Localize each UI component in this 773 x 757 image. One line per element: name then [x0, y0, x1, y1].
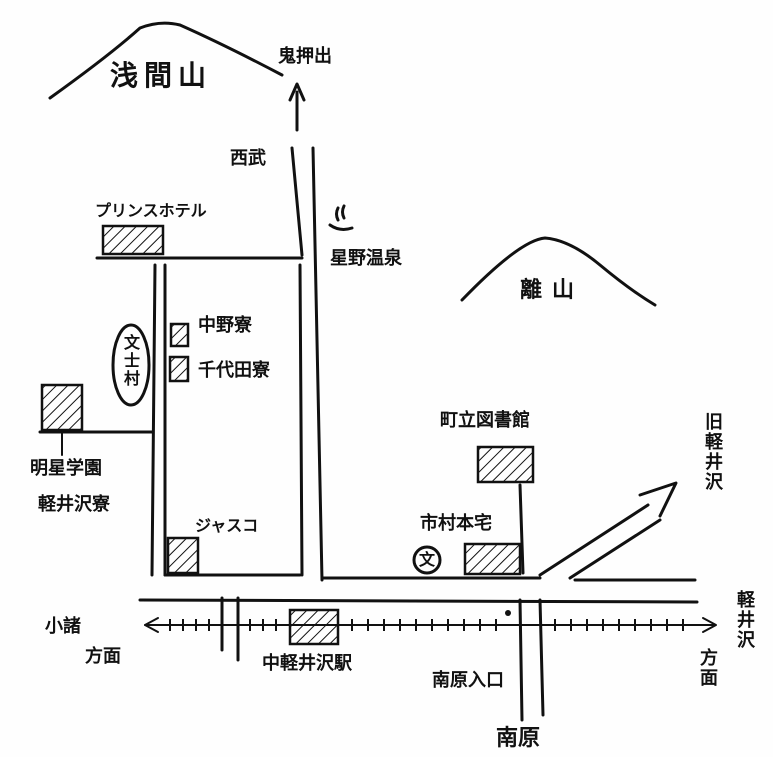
hanare-mountain-outline — [460, 236, 657, 307]
label-karuizawa-1: 軽井沢 — [734, 590, 755, 650]
label-komoro-1: 小諸 — [45, 616, 81, 637]
asama-mountain-outline — [48, 21, 284, 100]
chiyoda-ryo-building — [168, 355, 190, 383]
kyu-road-a — [538, 503, 650, 577]
rail-arrow-left — [144, 617, 159, 633]
nakano-ryo-building — [169, 322, 190, 348]
minamihara-point — [505, 610, 511, 616]
seibu-road-west — [290, 146, 304, 257]
label-prince-hotel: プリンスホテル — [95, 201, 207, 220]
label-onioshidashi: 鬼押出 — [278, 46, 332, 67]
label-bunshimura: 文士村 — [121, 334, 140, 388]
library-building — [476, 445, 535, 484]
north-arrow-head — [288, 82, 306, 102]
library-road — [518, 483, 525, 575]
jusco-building — [166, 536, 200, 575]
label-nakano-ryo: 中野寮 — [198, 315, 252, 336]
inner-road-far — [298, 263, 304, 577]
bunshimura-oval — [111, 323, 151, 407]
label-karuizawa-2: 方面 — [697, 648, 718, 688]
label-library: 町立図書館 — [440, 410, 530, 431]
meisei-building — [40, 383, 84, 432]
rail-arrow-right — [702, 617, 717, 633]
label-seibu: 西武 — [230, 148, 266, 169]
rail-ticks — [169, 619, 684, 631]
shichoson-building — [463, 542, 522, 576]
label-asama: 浅間山 — [110, 59, 213, 92]
kyu-road-b — [568, 518, 662, 580]
label-chiyoda-ryo: 千代田寮 — [198, 360, 270, 381]
main-road-south — [138, 598, 699, 604]
prince-hotel-building — [101, 224, 165, 256]
inner-road-left — [150, 263, 157, 577]
onsen-mark — [328, 204, 354, 231]
label-hoshino-onsen: 星野温泉 — [330, 248, 402, 269]
label-komoro-2: 方面 — [85, 646, 121, 667]
label-school-mark: 文 — [419, 550, 436, 569]
seibu-road-east — [311, 146, 324, 582]
label-station: 中軽井沢駅 — [262, 653, 352, 674]
label-shichoson: 市村本宅 — [420, 513, 492, 534]
label-hanare-yama: 離山 — [520, 278, 585, 303]
minamihara-road-b — [538, 598, 545, 717]
label-karuizawa-ryo: 軽井沢寮 — [38, 494, 110, 515]
kyu-arrow-head — [638, 481, 678, 518]
label-minamihara-iriguchi: 南原入口 — [432, 670, 504, 691]
label-kyu-karuizawa: 旧軽井沢 — [702, 412, 723, 492]
minamihara-road-a — [518, 598, 524, 722]
station-building — [288, 608, 340, 646]
label-meisei: 明星学園 — [30, 458, 102, 479]
label-minamihara: 南原 — [496, 726, 541, 751]
label-jusco: ジャスコ — [195, 516, 259, 535]
school-mark-circle — [412, 545, 442, 575]
